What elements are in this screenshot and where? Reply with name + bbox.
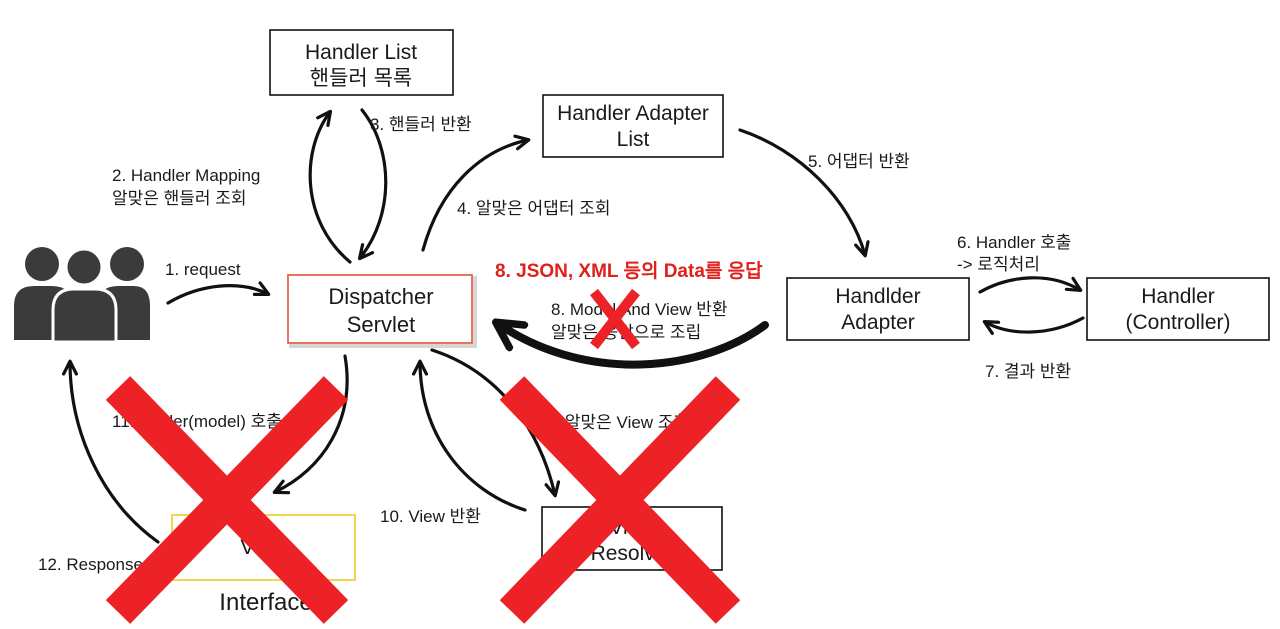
arrow-request [166,281,271,305]
arrow-result-return [982,316,1085,336]
arrow-response [62,359,160,544]
step-1-label: 1. request [165,260,241,279]
handler-list-box: Handler List 핸들러 목록 [269,29,454,96]
step-9-label: 9. 알맞은 View 조회 [546,413,689,432]
step-8-model-label: 8. Model And View 반환 [551,300,728,319]
step-10-label: 10. View 반환 [380,507,481,526]
handler-adapter-subtitle: Adapter [841,311,915,334]
arrow-handler-mapping [308,109,352,264]
red-x-icon [590,288,640,350]
arrow-model-and-view-return [500,325,769,369]
step-6-label: 6. Handler 호출 [957,233,1071,252]
handler-adapter-list-box: Handler Adapter List [542,94,724,158]
users-icon [14,247,150,344]
step-6-detail: -> 로직처리 [957,255,1040,274]
arrow-render-call [272,354,349,495]
arrow-handler-call [978,276,1083,294]
step-8-data-response-label: 8. JSON, XML 등의 Data를 응답 [495,260,763,282]
step-2-label: 2. Handler Mapping [112,166,260,185]
red-x-icon [499,376,741,624]
red-x-icon [105,376,349,624]
handler-subtitle: (Controller) [1125,311,1230,334]
step-12-label: 12. Response [38,555,143,574]
handler-title: Handler [1141,285,1215,308]
arrow-adapter-return [738,128,870,258]
dispatcher-servlet-title: Dispatcher [328,284,433,309]
step-7-label: 7. 결과 반환 [985,362,1071,381]
arrow-adapter-lookup [421,134,531,252]
handler-list-subtitle: 핸들러 목록 [310,67,412,90]
handler-adapter-list-subtitle: List [617,128,650,151]
step-5-label: 5. 어댑터 반환 [808,152,910,171]
handler-controller-box: Handler (Controller) [1086,277,1270,341]
step-3-label: 3. 핸들러 반환 [370,115,472,134]
arrow-view-return [412,359,527,512]
handler-list-title: Handler List [305,41,417,64]
handler-adapter-list-title: Handler Adapter [557,102,709,125]
handler-adapter-box: Handlder Adapter [786,277,970,341]
step-2-detail: 알맞은 핸들러 조회 [112,189,247,208]
arrow-handler-return [357,108,388,261]
step-4-label: 4. 알맞은 어댑터 조회 [457,199,610,218]
dispatcher-servlet-subtitle: Servlet [347,312,415,337]
dispatcher-servlet-box: Dispatcher Servlet [287,274,477,348]
handler-adapter-title: Handlder [835,285,920,308]
